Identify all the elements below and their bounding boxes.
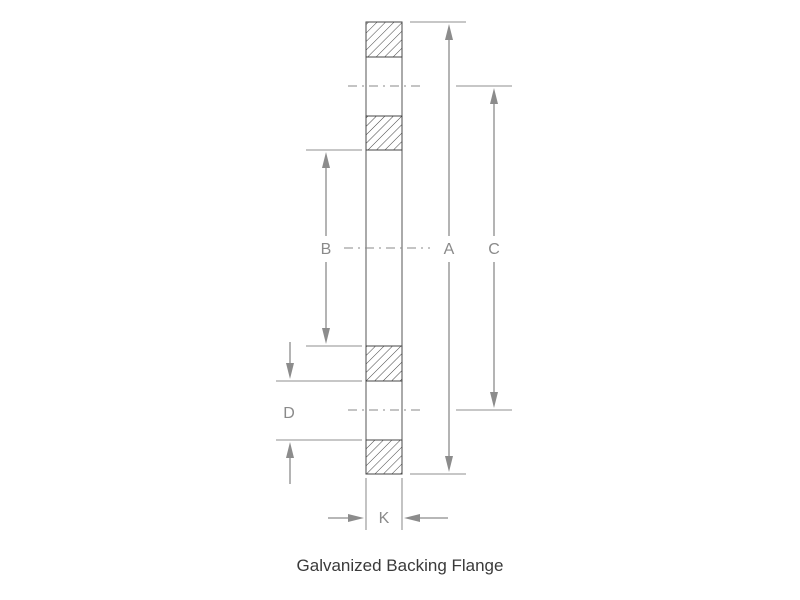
dimension-b: B — [321, 152, 332, 344]
dimension-b-label: B — [321, 241, 332, 258]
dimension-d-label: D — [283, 405, 295, 422]
dimension-a-label: A — [444, 241, 455, 258]
dimension-c: C — [488, 88, 500, 408]
dimension-k-label: K — [379, 510, 390, 527]
dimension-d: D — [283, 342, 295, 484]
hatch-top-outer — [365, 21, 403, 58]
dimension-a: A — [444, 24, 455, 472]
diagram-caption: Galvanized Backing Flange — [296, 556, 504, 575]
hatch-bottom-inner — [365, 345, 403, 382]
hatch-bottom-outer — [365, 439, 403, 475]
dimension-k: K — [328, 510, 448, 527]
extension-lines — [276, 21, 512, 530]
dimension-c-label: C — [488, 241, 500, 258]
hatch-top-inner — [365, 115, 403, 151]
